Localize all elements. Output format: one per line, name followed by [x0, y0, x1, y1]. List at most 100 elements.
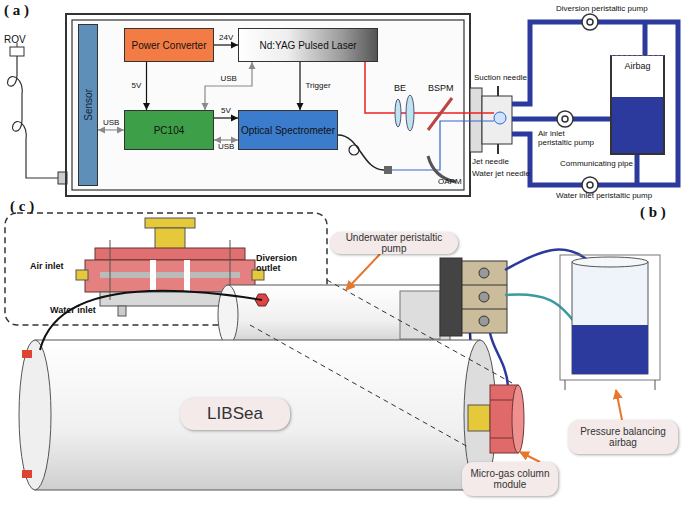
part-label: BSPM — [428, 84, 454, 94]
callout-pill: Pressure balancing airbag — [568, 420, 678, 454]
process-box: Power Converter — [124, 28, 214, 62]
part-label: Air inlet — [30, 262, 64, 272]
callout-arrow — [520, 452, 540, 462]
pump-tubes — [505, 294, 580, 330]
needle-assembly — [470, 88, 482, 152]
libsea-cylinder — [35, 340, 480, 490]
airbag-tank — [572, 262, 648, 374]
process-box: Nd:YAG Pulsed Laser — [238, 28, 378, 62]
peristaltic-pump-symbol — [587, 182, 593, 188]
part-label: ( a ) — [4, 2, 29, 19]
node-text: Pressure balancing airbag — [574, 426, 672, 448]
node-text: Airbag — [624, 62, 650, 72]
part-label: ( c ) — [10, 198, 34, 215]
needle-assembly — [494, 112, 506, 124]
part-label: Water jet needle — [472, 170, 530, 179]
signal-label: USB — [103, 119, 119, 127]
fluid-pipes — [643, 22, 648, 55]
micro-gas-module — [468, 385, 524, 453]
signal-label: 5V — [132, 82, 142, 90]
part-label: ROV — [4, 34, 26, 45]
part-label: Diversion outlet — [256, 254, 306, 274]
node-text: Power Converter — [131, 40, 206, 51]
pump-housing — [228, 285, 450, 345]
section-view — [150, 260, 156, 292]
connector-arrow — [205, 62, 252, 110]
part-label: Jet needle — [472, 158, 509, 167]
dashed-leaders — [250, 280, 512, 448]
callout-pill: LIBSea — [180, 398, 290, 430]
section-view — [184, 260, 190, 292]
node-text: PC104 — [154, 125, 185, 136]
connector-arrow — [299, 62, 300, 110]
dichroic-mirror — [428, 98, 452, 130]
section-view — [110, 240, 111, 300]
optical-fiber — [338, 135, 384, 170]
peristaltic-pump-symbol — [587, 19, 593, 25]
beam-expander — [406, 95, 414, 131]
dashed-leaders — [327, 280, 512, 383]
section-view — [118, 306, 126, 316]
callout-arrow — [346, 254, 380, 290]
node-text: Optical Spectrometer — [241, 125, 335, 136]
signal-label: USB — [218, 143, 234, 151]
node-text: LIBSea — [207, 405, 263, 424]
part-label: Diversion peristaltic pump — [556, 5, 648, 14]
part-label: Water inlet peristaltic pump — [556, 192, 652, 201]
peristaltic-pump-symbol — [557, 111, 573, 127]
callout-pill: Underwater peristaltic pump — [330, 232, 458, 254]
section-view — [155, 228, 185, 250]
airbag-tank — [560, 255, 660, 390]
fluid-pipes — [635, 155, 640, 185]
part-label: Air inlet peristaltic pump — [538, 130, 600, 148]
pump-head — [479, 292, 489, 302]
part-label: ( b ) — [640, 204, 666, 221]
libsea-cylinder — [22, 350, 32, 358]
signal-label: 5V — [221, 107, 231, 115]
connector-arrow — [214, 44, 238, 45]
needle-assembly — [470, 86, 512, 154]
beam-expander — [395, 95, 414, 131]
node-text: Sensor — [83, 89, 94, 121]
process-box: PC104 — [124, 110, 214, 150]
micro-gas-module — [468, 405, 490, 431]
pump-head — [479, 268, 489, 278]
airbag-tank — [565, 380, 566, 390]
sensor-bar: Sensor — [78, 24, 98, 186]
part-label: OAPM — [438, 178, 462, 187]
signal-label: Trigger — [306, 82, 331, 90]
fluid-pipes — [512, 22, 678, 185]
dashed-leaders — [250, 325, 470, 448]
housing-inner — [72, 20, 464, 190]
process-box: Optical Spectrometer — [238, 110, 338, 150]
housing-outer — [66, 14, 470, 196]
section-view — [145, 218, 195, 228]
peristaltic-pump-symbol — [582, 14, 598, 30]
signal-label: 24V — [219, 34, 233, 42]
laser-beam — [365, 62, 494, 113]
rov-icon — [10, 47, 24, 56]
pump-head — [479, 316, 489, 326]
part-label: Water inlet — [50, 306, 96, 316]
node-text: Underwater peristaltic pump — [336, 232, 452, 254]
beam-expander — [395, 99, 401, 127]
peristaltic-pump-symbol — [582, 177, 598, 193]
connector-arrow — [146, 62, 147, 110]
part-label: BE — [394, 84, 406, 94]
pump-housing — [400, 291, 440, 339]
part-label: Communicating pipe — [560, 160, 633, 169]
airbag-tank: Airbag — [610, 55, 665, 155]
node-text: Nd:YAG Pulsed Laser — [259, 40, 356, 51]
libsea-cylinder — [19, 340, 51, 490]
fiber-loop — [349, 145, 359, 155]
connector-arrow — [98, 129, 124, 130]
airbag-tank — [560, 255, 660, 380]
connector-arrow — [214, 139, 238, 140]
pump-head — [462, 261, 507, 333]
pump-head — [462, 309, 507, 310]
callout-arrow — [616, 390, 622, 420]
connector-arrow — [214, 117, 238, 118]
airbag-tank — [572, 257, 648, 267]
part-label: Suction needle — [474, 74, 527, 83]
